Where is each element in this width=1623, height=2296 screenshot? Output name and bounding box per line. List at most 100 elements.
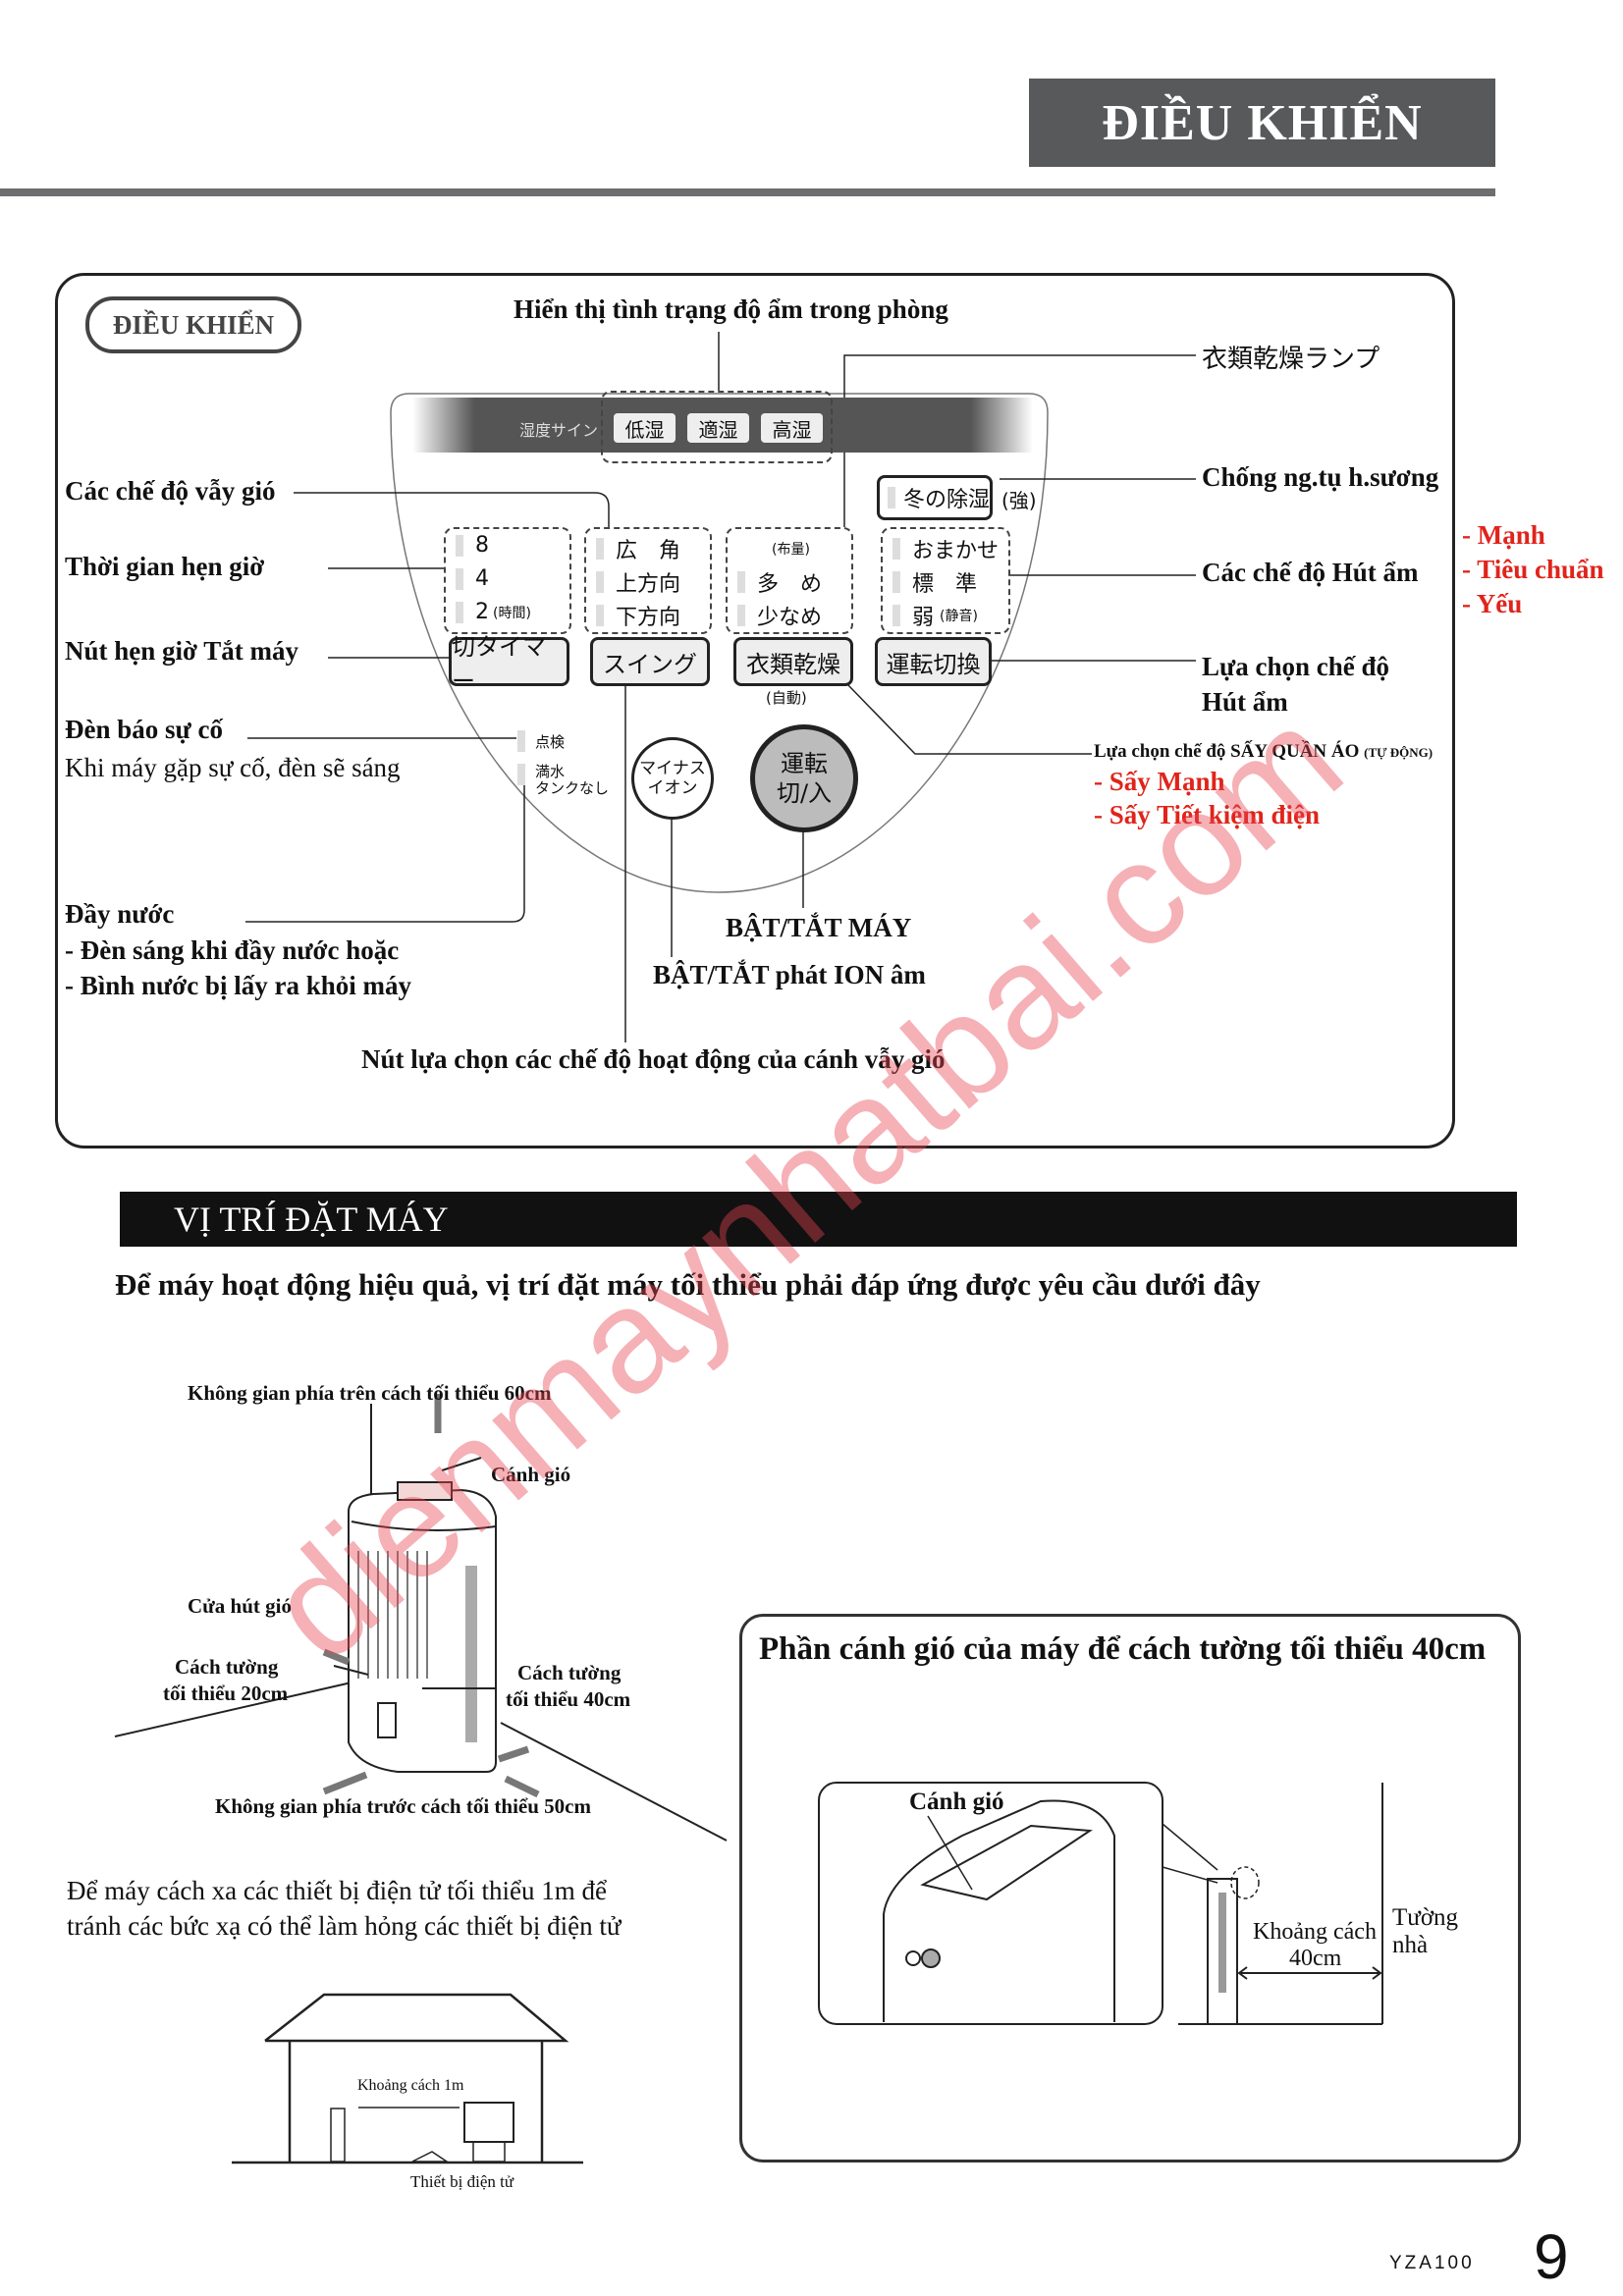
dehumid-level-standard: - Tiêu chuẩn	[1462, 555, 1604, 584]
led-icon	[517, 730, 525, 752]
label-full-water-1: - Đèn sáng khi đầy nước hoặc	[65, 935, 400, 965]
led-icon	[517, 764, 525, 785]
label-intake: Cửa hút gió	[188, 1594, 292, 1618]
winter-mode-label: 冬の除湿	[902, 488, 990, 512]
humidity-indicator-group	[601, 391, 833, 463]
control-panel-frame	[55, 273, 1455, 1148]
timer-indicator-group: 8 4 2(時間)	[444, 527, 571, 634]
label-back-wall-2: tối thiểu 40cm	[506, 1687, 631, 1711]
page-header-title: ĐIỀU KHIỂN	[1029, 79, 1495, 167]
label-louver: Cánh gió	[491, 1463, 571, 1486]
led-icon	[456, 567, 463, 590]
timer-2: 2	[475, 600, 489, 624]
mode-quiet: (静音)	[940, 609, 978, 624]
laundry-more: 多 め	[757, 572, 823, 597]
led-icon	[893, 605, 900, 626]
label-side-wall-2: tối thiểu 20cm	[163, 1682, 289, 1705]
inner-louver-label: Cánh gió	[909, 1789, 1004, 1815]
box-distance-2: 40cm	[1289, 1946, 1342, 1971]
label-anti-frost: Chống ng.tụ h.sương	[1202, 462, 1439, 492]
check-indicator: 点検	[517, 730, 565, 752]
box-wall-2: nhà	[1392, 1932, 1429, 1958]
humidity-normal-indicator: 適湿	[687, 413, 749, 443]
louver-clearance-illustration	[818, 1782, 1383, 2025]
swing-up: 上方向	[616, 572, 681, 597]
panel-outline-and-leaders	[245, 332, 1196, 1042]
label-error-light: Đèn báo sự cố	[65, 715, 223, 744]
label-off-timer: Nút hẹn giờ Tắt máy	[65, 636, 298, 666]
label-error-desc: Khi máy gặp sự cố, đèn sẽ sáng	[65, 753, 401, 782]
off-timer-button[interactable]: 切タイマー	[449, 633, 569, 695]
laundry-amount-header: (布量)	[772, 542, 810, 558]
swing-wide: 広 角	[616, 539, 681, 563]
box-wall-1: Tường	[1392, 1904, 1459, 1931]
dehumid-level-strong: - Mạnh	[1462, 520, 1545, 550]
humidity-sign-label: 湿度サイン	[519, 421, 599, 440]
label-timer: Thời gian hẹn giờ	[65, 552, 265, 581]
swing-indicator-group: 広 角 上方向 下方向	[584, 527, 712, 634]
ion-button[interactable]: マイナスイオン	[631, 737, 714, 820]
swing-button[interactable]: スイング	[590, 637, 710, 686]
led-icon	[456, 534, 463, 557]
label-full-water-2: - Bình nước bị lấy ra khỏi máy	[65, 971, 411, 1000]
full-water-label: 満水タンクなし	[535, 763, 610, 797]
laundry-level-strong: - Sấy Mạnh	[1094, 767, 1225, 796]
led-icon	[893, 538, 900, 560]
mode-auto: おまかせ	[912, 539, 1000, 563]
led-icon	[893, 571, 900, 593]
timer-4: 4	[475, 566, 489, 591]
louver-clearance-title: Phần cánh gió của máy để cách tường tối …	[759, 1631, 1487, 1667]
label-front-space: Không gian phía trước cách tối thiểu 50c…	[215, 1794, 591, 1818]
header-rule	[0, 188, 1495, 196]
mode-standard: 標 準	[912, 572, 978, 597]
label-select-mode-2: Hút ẩm	[1202, 687, 1288, 717]
laundry-indicator-group: (布量) 多 め 少なめ	[726, 527, 853, 634]
label-back-wall-1: Cách tường	[517, 1661, 622, 1684]
label-laundry-lamp: 衣類乾燥ランプ	[1202, 345, 1380, 374]
humidity-high-indicator: 高湿	[761, 413, 823, 443]
mode-indicator-group: おまかせ 標 準 弱 (静音)	[881, 527, 1010, 634]
full-water-indicator: 満水タンクなし	[517, 764, 609, 797]
led-icon	[596, 538, 604, 560]
laundry-less: 少なめ	[757, 606, 823, 630]
led-icon	[888, 487, 895, 508]
label-swing-button: Nút lựa chọn các chế độ hoạt động của cá…	[361, 1044, 946, 1074]
laundry-level-eco: - Sấy Tiết kiệm điện	[1094, 800, 1321, 829]
laundry-auto-label: (自動)	[766, 689, 807, 707]
label-dehumid-modes: Các chế độ Hút ẩm	[1202, 558, 1419, 587]
electronics-note-1: Để máy cách xa các thiết bị điện tử tối …	[67, 1876, 607, 1905]
swing-down: 下方向	[616, 606, 681, 630]
humidity-display-label: Hiển thị tình trạng độ ẩm trong phòng	[514, 294, 948, 324]
section-badge: ĐIỀU KHIỂN	[85, 296, 301, 353]
laundry-dry-button[interactable]: 衣類乾燥	[733, 637, 853, 686]
winter-mode-indicator: 冬の除湿	[877, 475, 993, 520]
label-distance-1m: Khoảng cách 1m	[357, 2077, 464, 2094]
dehumidifier-placement-illustration	[114, 1394, 728, 2164]
label-power: BẬT/TẮT MÁY	[726, 913, 912, 942]
power-button[interactable]: 運転切/入	[750, 724, 858, 832]
mode-weak: 弱	[912, 606, 935, 630]
dehumid-level-weak: - Yếu	[1462, 589, 1523, 618]
led-icon	[737, 605, 745, 626]
timer-8: 8	[475, 533, 489, 558]
section-title-bar: VỊ TRÍ ĐẶT MÁY	[120, 1192, 1517, 1247]
label-ion: BẬT/TẮT phát ION âm	[653, 960, 926, 989]
box-distance-1: Khoảng cách	[1253, 1919, 1377, 1945]
check-label: 点検	[535, 732, 566, 751]
label-top-space: Không gian phía trên cách tối thiểu 60cm	[188, 1381, 552, 1405]
placement-subtitle: Để máy hoạt động hiệu quả, vị trí đặt má…	[115, 1267, 1261, 1302]
electronics-note-2: tránh các bức xạ có thể làm hỏng các thi…	[67, 1911, 622, 1941]
label-laundry-mode: Lựa chọn chế độ SẤY QUẦN ÁO (TỰ ĐỘNG)	[1094, 741, 1434, 762]
louver-clearance-box	[739, 1614, 1521, 2163]
led-icon	[737, 571, 745, 593]
footer-model: YZA100	[1389, 2253, 1475, 2273]
label-side-wall-1: Cách tường	[175, 1655, 279, 1679]
label-full-water: Đầy nước	[65, 899, 175, 929]
mode-switch-button[interactable]: 運転切換	[875, 637, 992, 686]
label-select-mode-1: Lựa chọn chế độ	[1202, 652, 1389, 681]
timer-unit: (時間)	[493, 605, 531, 621]
led-icon	[456, 601, 463, 623]
humidity-low-indicator: 低湿	[614, 413, 676, 443]
winter-mode-suffix: (強)	[1001, 489, 1037, 512]
led-icon	[596, 605, 604, 626]
